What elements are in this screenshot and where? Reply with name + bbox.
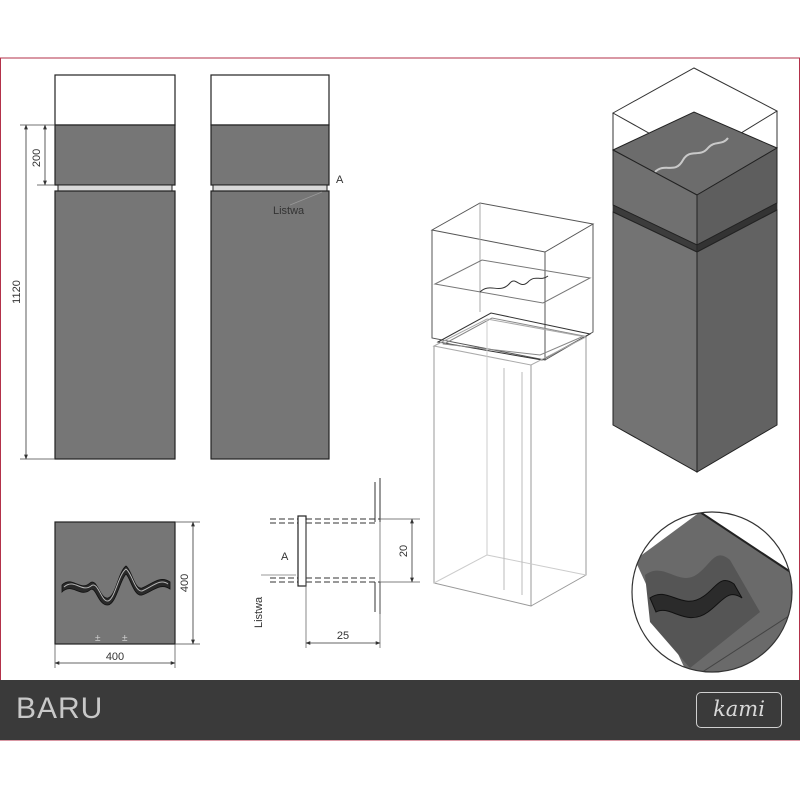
detail-marker-a: A — [281, 551, 289, 563]
side-view-cabinet — [210, 190, 330, 460]
product-title: BARU — [16, 692, 104, 725]
side-view-upper-module — [210, 124, 330, 186]
dimension-25-label: 25 — [337, 630, 349, 642]
top-view-burner-wave — [61, 565, 171, 606]
side-view-glass — [210, 74, 330, 126]
wireframe-burner-wave — [479, 275, 549, 293]
dimension-height-total: 1120 — [11, 124, 55, 460]
exploded-wireframe-view — [430, 202, 595, 607]
front-view-glass — [54, 74, 176, 126]
dimension-20-label: 20 — [398, 545, 410, 557]
closeup-detail — [631, 511, 793, 673]
dimension-400-width-label: 400 — [106, 651, 124, 663]
footer-bar: BARU kami — [0, 680, 800, 740]
front-view-upper-module — [54, 124, 176, 186]
front-view-cabinet — [54, 190, 176, 460]
strip-label-side: Listwa — [273, 205, 305, 217]
top-view-screw-left: ± — [95, 633, 101, 644]
assembled-isometric-view — [611, 67, 779, 473]
top-view-screw-right: ± — [122, 633, 128, 644]
dimension-400-depth-label: 400 — [179, 574, 191, 592]
dimension-height-top: 200 — [31, 124, 55, 186]
strip-label-detail: Listwa — [253, 596, 265, 628]
top-view-burner-highlight — [63, 568, 169, 602]
strip-detail: 20 25 A Listwa — [253, 478, 420, 648]
dimension-200-label: 200 — [31, 149, 43, 167]
dimension-depth: 400 — [175, 521, 200, 645]
closeup-burner-mesh — [649, 580, 743, 619]
assembled-burner-wave — [654, 137, 729, 173]
front-view — [54, 74, 176, 460]
brand-logo: kami — [696, 692, 782, 728]
detail-marker-a-side: A — [336, 174, 344, 186]
dimension-width: 400 — [54, 644, 176, 668]
strip-profile — [297, 515, 307, 587]
side-view-strip — [212, 184, 328, 192]
front-view-strip — [57, 184, 173, 192]
dimension-1120-label: 1120 — [11, 280, 23, 304]
side-view: A Listwa — [210, 74, 344, 460]
top-view: ± ± — [54, 521, 176, 645]
strip-leader-line — [289, 191, 323, 206]
